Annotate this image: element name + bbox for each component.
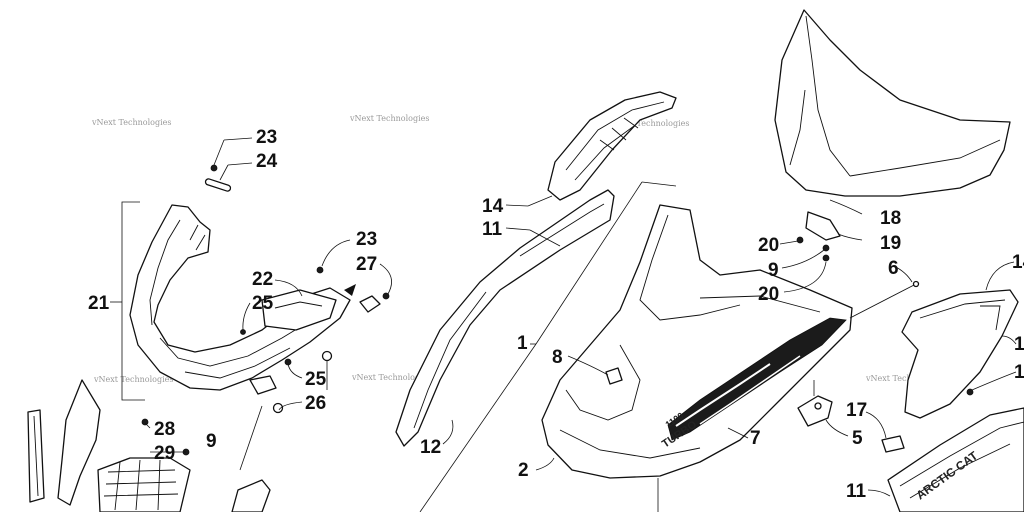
callout-labels: 23 24 21 23 27 22 25 25 26 28 29 9 14 11… bbox=[88, 127, 1024, 502]
callout-1-right-upper: 1 bbox=[1014, 334, 1024, 355]
callout-1-center: 1 bbox=[517, 333, 528, 354]
watermark: vNext Technologies bbox=[609, 119, 689, 128]
callout-23-top: 23 bbox=[256, 127, 277, 148]
callout-29: 29 bbox=[154, 443, 175, 464]
callout-2: 2 bbox=[518, 460, 529, 481]
watermark: vNext Technologies bbox=[93, 375, 173, 384]
callout-22: 22 bbox=[252, 269, 273, 290]
watermark: vNext Technologies bbox=[91, 118, 171, 127]
callout-26: 26 bbox=[305, 393, 326, 414]
callout-14-center: 14 bbox=[482, 196, 504, 217]
right-side-parts: ARCTIC CAT bbox=[797, 261, 1024, 512]
watermark: vNext Technologies bbox=[865, 374, 945, 383]
callout-24: 24 bbox=[256, 151, 278, 172]
callout-18: 18 bbox=[880, 208, 901, 229]
watermark: vNext Technologies bbox=[349, 114, 429, 123]
callout-14-right: 14 bbox=[1012, 252, 1024, 273]
callout-17: 17 bbox=[846, 400, 867, 421]
callout-23-mid: 23 bbox=[356, 229, 377, 250]
callout-11-right: 11 bbox=[846, 481, 867, 502]
callout-20-lower: 20 bbox=[758, 284, 779, 305]
watermark: vNext Technologies bbox=[351, 373, 431, 382]
callout-20-upper: 20 bbox=[758, 235, 779, 256]
callout-1-right-lower: 1 bbox=[1014, 362, 1024, 383]
callout-21: 21 bbox=[88, 293, 110, 314]
callout-6: 6 bbox=[888, 258, 899, 279]
callout-9-right: 9 bbox=[768, 260, 779, 281]
callout-27: 27 bbox=[356, 254, 377, 275]
center-trim-parts: TURBO 1100 bbox=[395, 91, 853, 512]
windshield-assembly bbox=[774, 9, 1011, 293]
callout-11-center: 11 bbox=[482, 219, 503, 240]
callout-28: 28 bbox=[154, 419, 175, 440]
callout-9-left: 9 bbox=[206, 431, 217, 452]
callout-7: 7 bbox=[750, 428, 761, 449]
callout-25-upper: 25 bbox=[252, 293, 274, 314]
callout-8: 8 bbox=[552, 347, 563, 368]
callout-5: 5 bbox=[852, 428, 863, 449]
callout-25-lower: 25 bbox=[305, 369, 327, 390]
callout-19: 19 bbox=[880, 233, 901, 254]
headlight-cowl-assembly bbox=[27, 137, 392, 512]
callout-12: 12 bbox=[420, 437, 441, 458]
